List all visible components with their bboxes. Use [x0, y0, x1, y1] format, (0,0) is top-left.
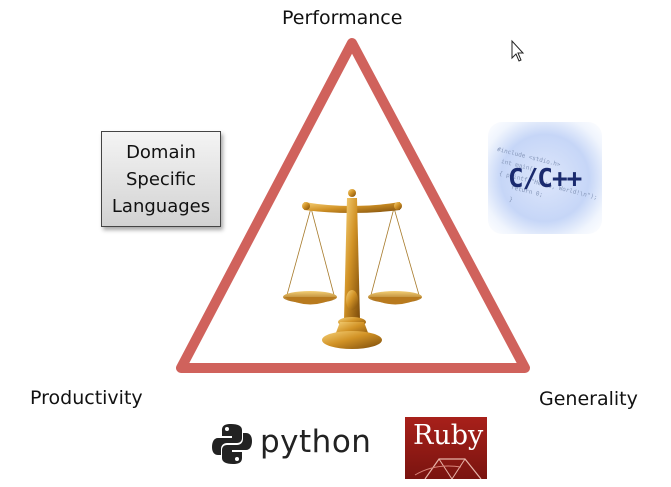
tradeoff-triangle: [176, 38, 530, 373]
python-logo-text: python: [260, 424, 372, 460]
ruby-logo-text: Ruby: [413, 420, 484, 451]
dsl-line-2: Specific: [125, 168, 197, 190]
dsl-line-1: Domain: [126, 141, 196, 163]
dsl-line-3: Languages: [111, 195, 211, 217]
ccpp-logo: #include <stdio.h> int main() { printf("…: [488, 122, 602, 234]
ccpp-title: C/C++: [508, 164, 582, 194]
dsl-box: Domain Specific Languages: [101, 131, 221, 227]
label-performance: Performance: [282, 7, 403, 29]
ruby-gem-icon: [414, 458, 482, 479]
label-productivity: Productivity: [30, 387, 143, 409]
ccpp-code-line-5: }: [508, 196, 514, 204]
balance-scale-icon: [283, 189, 422, 349]
python-snake-icon: [212, 424, 252, 464]
cursor-arrow-icon: [511, 39, 525, 62]
python-logo: python: [212, 420, 371, 468]
ruby-logo: Ruby: [405, 417, 487, 479]
label-generality: Generality: [539, 388, 638, 410]
